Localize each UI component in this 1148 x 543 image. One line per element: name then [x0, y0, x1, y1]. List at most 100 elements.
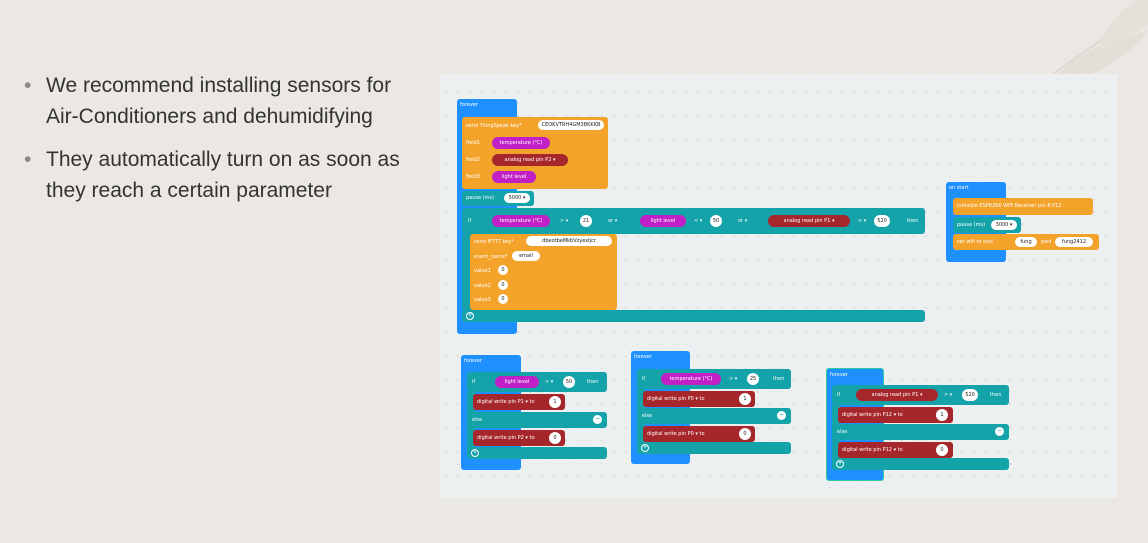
value-50[interactable]: 50 [710, 215, 722, 227]
temperature-reporter[interactable]: temperature (°C) [661, 373, 721, 385]
if-footer: + [462, 310, 925, 322]
value2-label: value2 [474, 283, 491, 289]
gt-operator[interactable]: > ▾ [729, 376, 738, 382]
gt-operator[interactable]: > ▾ [944, 392, 953, 398]
makecode-workspace[interactable]: forever send ThingSpeak key* CEOKVTRH4GM… [440, 74, 1117, 498]
value-21[interactable]: 21 [580, 215, 592, 227]
digital-write-p12-block[interactable]: digital write pin P12 ▾ to 1 [838, 407, 953, 423]
add-branch-icon[interactable]: + [466, 312, 474, 320]
light-level-reporter[interactable]: light level [492, 171, 536, 183]
if-footer: + [637, 442, 791, 454]
if-label: if [472, 379, 476, 385]
if-block-main[interactable]: if temperature (°C) > ▾ 21 or ▾ light le… [462, 208, 925, 234]
value-50[interactable]: 50 [563, 376, 575, 388]
if-block-temp[interactable]: if temperature (°C) > ▾ 25 then [637, 369, 791, 389]
init-wifi-label: initialize ESP8266 WiFi Receiver pin 8 P… [957, 203, 1062, 209]
analog-read-p2-reporter[interactable]: analog read pin P2 ▾ [492, 154, 568, 166]
value-0[interactable]: 0 [549, 432, 561, 444]
add-branch-icon[interactable]: + [641, 444, 649, 452]
pwd-input[interactable]: fung2412 [1055, 237, 1093, 247]
digital-write-p2-block[interactable]: digital write pin P2 ▾ to 0 [473, 430, 565, 446]
if-label: if [837, 392, 841, 398]
thingspeak-key-input[interactable]: CEOKVTRH4GM3BKKKB [538, 120, 604, 130]
init-wifi-block[interactable]: initialize ESP8266 WiFi Receiver pin 8 P… [953, 198, 1093, 215]
on-start-label: on start [949, 185, 969, 191]
gt-operator[interactable]: > ▾ [560, 218, 569, 224]
value1-label: value1 [474, 268, 491, 274]
gt-operator[interactable]: > ▾ [858, 218, 867, 224]
add-branch-icon[interactable]: + [836, 460, 844, 468]
digital-write-label: digital write pin P12 ▾ to [842, 412, 903, 418]
if-label: if [468, 218, 472, 224]
pause-block-start[interactable]: pause (ms) 3000 ▾ [953, 217, 1021, 233]
value-1[interactable]: 1 [936, 409, 948, 421]
remove-else-icon[interactable]: − [995, 427, 1004, 436]
bullet-text: They automatically turn on as soon as th… [46, 148, 400, 202]
temperature-reporter[interactable]: temperature (°C) [492, 137, 550, 149]
send-ifttt-block[interactable]: send IFTTT key* dbeotbeMkbVzyexIjcr even… [470, 234, 617, 310]
add-branch-icon[interactable]: + [471, 449, 479, 457]
else-label: else [642, 413, 653, 419]
then-label: then [587, 379, 599, 385]
value1-input[interactable]: 0 [498, 265, 508, 275]
temperature-reporter[interactable]: temperature (°C) [492, 215, 550, 227]
analog-read-p1-reporter[interactable]: analog read pin P1 ▾ [856, 389, 938, 401]
pause-block[interactable]: pause (ms) 5000 ▾ [462, 191, 534, 206]
pause-label: pause (ms) [957, 222, 986, 228]
value2-input[interactable]: 0 [498, 280, 508, 290]
value-0[interactable]: 0 [936, 444, 948, 456]
set-wifi-label: set wifi to ssid [957, 239, 993, 245]
light-level-reporter[interactable]: light level [495, 376, 539, 388]
else-label: else [837, 429, 848, 435]
send-thingspeak-block[interactable]: send ThingSpeak key* CEOKVTRH4GM3BKKKB f… [462, 117, 608, 189]
remove-else-icon[interactable]: − [777, 411, 786, 420]
else-bar: else − [637, 408, 791, 424]
if-footer: + [467, 447, 607, 459]
forever-label: forever [460, 102, 478, 108]
digital-write-label: digital write pin P2 ▾ to [477, 435, 535, 441]
remove-else-icon[interactable]: − [593, 415, 602, 424]
send-ifttt-label: send IFTTT key* [474, 239, 514, 245]
if-block-analog[interactable]: if analog read pin P1 ▾ > ▾ 520 then [832, 385, 1009, 405]
digital-write-label: digital write pin P0 ▾ to [647, 396, 705, 402]
forever-label: forever [634, 354, 652, 360]
gt-operator[interactable]: > ▾ [545, 379, 554, 385]
digital-write-p0-block[interactable]: digital write pin P0 ▾ to 1 [643, 391, 755, 407]
digital-write-p12-block[interactable]: digital write pin P12 ▾ to 0 [838, 442, 953, 458]
bullet-marker: • [24, 148, 32, 171]
then-label: then [990, 392, 1002, 398]
event-name-input[interactable]: email [512, 251, 540, 261]
ifttt-key-input[interactable]: dbeotbeMkbVzyexIjcr [526, 236, 612, 246]
value-0[interactable]: 0 [739, 428, 751, 440]
or-operator[interactable]: or ▾ [608, 218, 618, 224]
digital-write-label: digital write pin P1 ▾ to [477, 399, 535, 405]
or-operator[interactable]: or ▾ [738, 218, 748, 224]
light-level-reporter[interactable]: light level [640, 215, 686, 227]
if-block-light[interactable]: if light level > ▾ 50 then [467, 372, 607, 392]
value-25[interactable]: 25 [747, 373, 759, 385]
set-wifi-block[interactable]: set wifi to ssid fung pwd fung2412 [953, 234, 1099, 250]
lt-operator[interactable]: < ▾ [694, 218, 703, 224]
send-thingspeak-label: send ThingSpeak key* [466, 123, 522, 129]
bullet-list: • We recommend installing sensors for Ai… [24, 70, 424, 218]
then-label: then [907, 218, 919, 224]
value-1[interactable]: 1 [549, 396, 561, 408]
pause-value[interactable]: 5000 ▾ [504, 193, 530, 203]
event-name-label: event_name* [474, 254, 508, 260]
bullet-item: • We recommend installing sensors for Ai… [24, 70, 424, 132]
ssid-input[interactable]: fung [1015, 237, 1037, 247]
else-bar: else − [832, 424, 1009, 440]
field1-label: field1 [466, 140, 480, 146]
pause-value[interactable]: 3000 ▾ [991, 220, 1017, 230]
value-520[interactable]: 520 [874, 215, 890, 227]
value3-input[interactable]: 0 [498, 294, 508, 304]
value-1[interactable]: 1 [739, 393, 751, 405]
analog-read-p1-reporter[interactable]: analog read pin P1 ▾ [768, 215, 850, 227]
value-520[interactable]: 520 [962, 389, 978, 401]
digital-write-p0-block[interactable]: digital write pin P0 ▾ to 0 [643, 426, 755, 442]
digital-write-p1-block[interactable]: digital write pin P1 ▾ to 1 [473, 394, 565, 410]
pwd-label: pwd [1041, 239, 1052, 245]
forever-label: forever [830, 372, 848, 378]
bullet-marker: • [24, 74, 32, 97]
value3-label: value3 [474, 297, 491, 303]
